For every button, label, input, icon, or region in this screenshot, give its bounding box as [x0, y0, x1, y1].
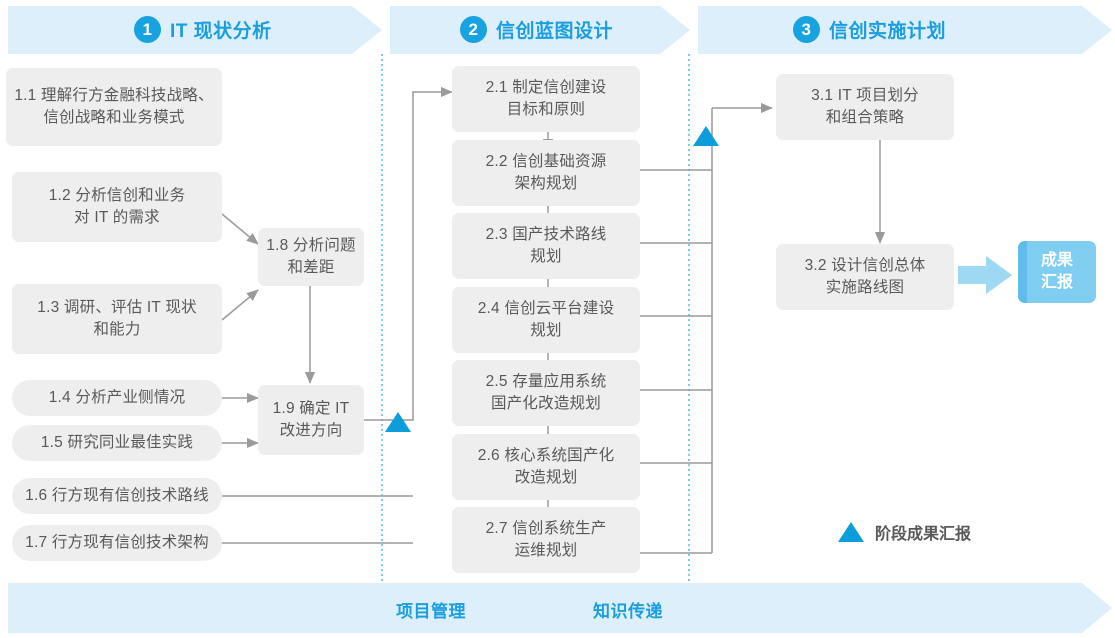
phase-title-2: 信创蓝图设计 [496, 21, 614, 42]
task-box-1-3[interactable]: 1.3 调研、评估 IT 现状和能力 [12, 284, 222, 354]
task-box-1-4[interactable]: 1.4 分析产业侧情况 [12, 380, 222, 416]
task-box-2-1[interactable]: 2.1 制定信创建设目标和原则 [452, 66, 640, 132]
bottom-band [8, 583, 1112, 633]
task-box-2-3[interactable]: 2.3 国产技术路线规划 [452, 213, 640, 279]
phase-title-1: IT 现状分析 [170, 21, 272, 42]
phase-number-3: 3 [793, 16, 820, 43]
bottom-label-project-management: 项目管理 [396, 602, 466, 621]
task-box-1-1[interactable]: 1.1 理解行方金融科技战略、信创战略和业务模式 [6, 68, 222, 146]
phase-header-1: 1 IT 现状分析 [134, 16, 272, 43]
task-box-2-6[interactable]: 2.6 核心系统国产化改造规划 [452, 434, 640, 500]
result-report-box[interactable]: 成果汇报 [1018, 241, 1096, 303]
task-box-2-4[interactable]: 2.4 信创云平台建设规划 [452, 287, 640, 353]
phase-number-1: 1 [134, 16, 161, 43]
task-box-3-2[interactable]: 3.2 设计信创总体实施路线图 [776, 244, 954, 310]
task-box-1-6[interactable]: 1.6 行方现有信创技术路线 [12, 478, 222, 514]
result-arrow [958, 256, 1012, 294]
connector-1.2-to-1.8 [221, 213, 259, 245]
phase-header-2: 2 信创蓝图设计 [460, 16, 613, 43]
bottom-label-knowledge-transfer: 知识传递 [593, 602, 663, 621]
phase-number-2: 2 [460, 16, 487, 43]
connector-1.9-to-2.1 [364, 86, 453, 421]
task-box-2-2[interactable]: 2.2 信创基础资源架构规划 [452, 140, 640, 206]
task-box-2-5[interactable]: 2.5 存量应用系统国产化改造规划 [452, 360, 640, 426]
task-box-1-8[interactable]: 1.8 分析问题和差距 [258, 228, 364, 286]
task-box-1-5[interactable]: 1.5 研究同业最佳实践 [12, 425, 222, 461]
milestone-triangle-phase1 [385, 412, 411, 432]
phase-title-3: 信创实施计划 [829, 21, 947, 42]
task-box-1-2[interactable]: 1.2 分析信创和业务对 IT 的需求 [12, 172, 222, 242]
task-box-1-7[interactable]: 1.7 行方现有信创技术架构 [12, 525, 222, 561]
task-box-2-7[interactable]: 2.7 信创系统生产运维规划 [452, 507, 640, 573]
milestone-triangle-phase2 [693, 126, 719, 146]
legend-label: 阶段成果汇报 [875, 526, 972, 543]
task-box-3-1[interactable]: 3.1 IT 项目划分和组合策略 [776, 74, 954, 140]
triangle-marker-icon [838, 522, 864, 542]
phase-header-3: 3 信创实施计划 [793, 16, 946, 43]
legend: 阶段成果汇报 [838, 520, 971, 544]
connector-1.3-to-1.8 [221, 289, 259, 321]
